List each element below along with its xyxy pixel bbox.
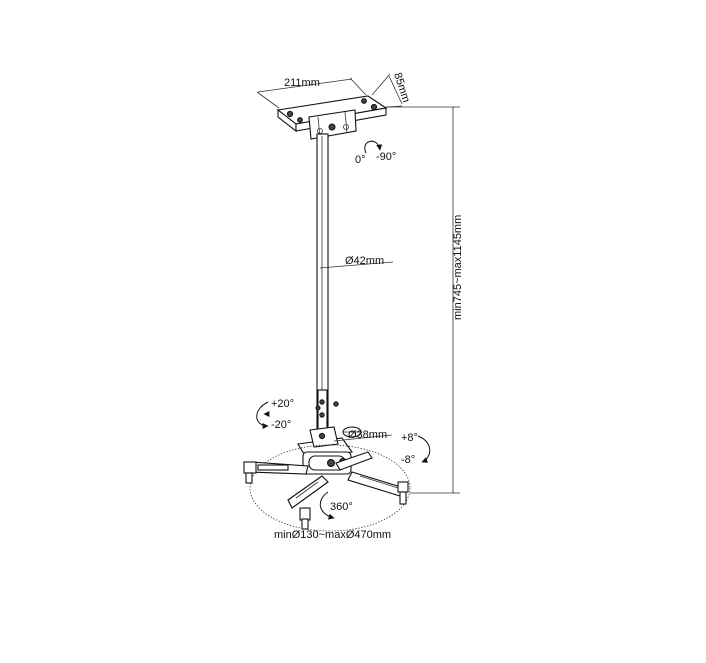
ceiling-plate	[276, 95, 388, 140]
pitch-minus-label: -20°	[271, 419, 291, 431]
spider-arms	[243, 444, 411, 532]
plate-depth-dimension: 85mm	[371, 71, 412, 108]
height-dimension: min745~max1145mm	[386, 106, 464, 494]
plate-width-dimension: 211mm	[256, 77, 367, 109]
pitch-plus-label: +20°	[271, 398, 294, 410]
roll-tilt-indicator: +8° -8°	[401, 432, 431, 466]
pitch-tilt-indicator: +20° -20°	[256, 398, 294, 431]
extension-pole	[315, 133, 339, 431]
rotation-indicator: 360°	[319, 491, 353, 520]
joint-diameter-label: Ø38mm	[348, 429, 387, 441]
plate-width-label: 211mm	[284, 77, 320, 89]
joint-diameter-dimension: Ø38mm	[333, 429, 393, 442]
top-tilt-zero: 0°	[355, 154, 366, 166]
pole-diameter-label: Ø42mm	[345, 255, 384, 267]
rotation-label: 360°	[330, 501, 353, 513]
pole-diameter-dimension: Ø42mm	[319, 255, 394, 269]
top-tilt-indicator: 0° -90°	[355, 140, 396, 166]
roll-minus-label: -8°	[401, 454, 415, 466]
roll-plus-label: +8°	[401, 432, 418, 444]
top-tilt-range: -90°	[376, 151, 396, 163]
height-range-label: min745~max1145mm	[452, 215, 464, 320]
arm-span-label: minØ130~maxØ470mm	[274, 529, 391, 541]
